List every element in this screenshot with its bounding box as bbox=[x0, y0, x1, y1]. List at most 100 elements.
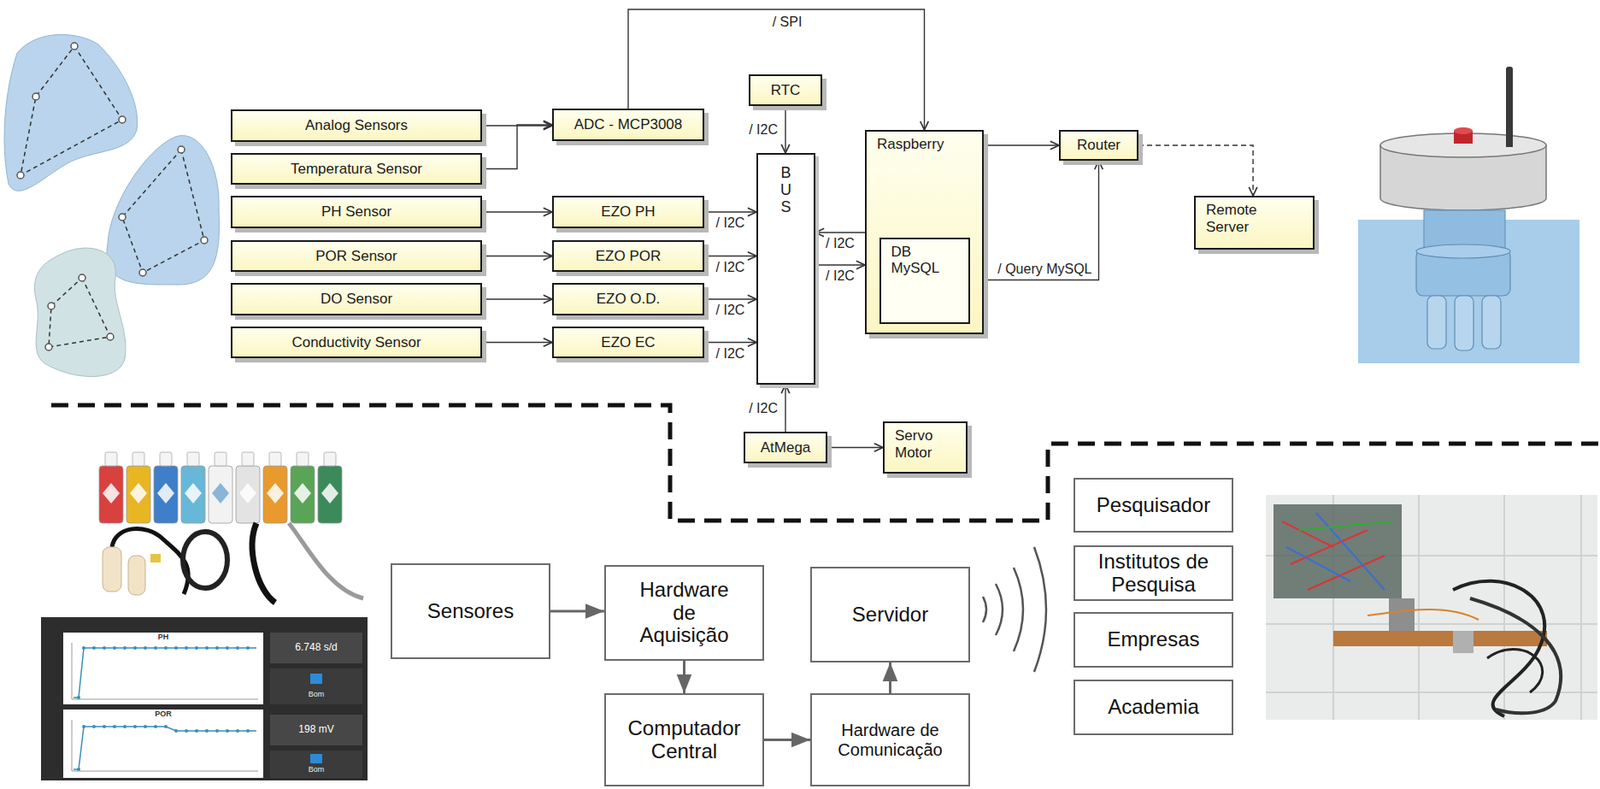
chart-line bbox=[73, 726, 257, 770]
audience-box: Pesquisador bbox=[1073, 477, 1234, 533]
bottle-cap bbox=[132, 452, 145, 466]
wireless-wave bbox=[1013, 567, 1024, 652]
bottle-cap bbox=[241, 452, 254, 466]
indicator bbox=[1453, 127, 1473, 135]
signal-label: / I2C bbox=[747, 121, 780, 138]
signal-label: / Query MySQL bbox=[995, 260, 1094, 277]
node-label: Raspberry bbox=[876, 135, 944, 153]
bottle bbox=[181, 465, 206, 524]
interface-board: EZO EC bbox=[552, 326, 705, 359]
connector bbox=[888, 662, 892, 694]
node-label: EZO O.D. bbox=[596, 290, 661, 308]
bottle bbox=[99, 465, 124, 524]
sensor-box: Conductivity Sensor bbox=[230, 326, 483, 359]
node-label: Hardware de Aquisição bbox=[629, 578, 741, 648]
bottle-label bbox=[239, 482, 257, 504]
wood-strip bbox=[1333, 630, 1548, 647]
node-label: Analog Sensors bbox=[305, 117, 408, 135]
dashboard bbox=[41, 617, 368, 781]
node-label: Conductivity Sensor bbox=[291, 334, 421, 352]
value-card bbox=[270, 714, 363, 746]
node-label: RTC bbox=[770, 82, 801, 100]
node-label: POR Sensor bbox=[315, 247, 397, 265]
sensor-dot bbox=[45, 343, 53, 351]
sensor-dot bbox=[78, 274, 86, 282]
metal-part bbox=[1452, 630, 1474, 653]
chart-panel bbox=[63, 632, 264, 705]
sensor-box: DO Sensor bbox=[230, 282, 483, 316]
bottle-cap bbox=[214, 452, 227, 466]
status-square bbox=[310, 673, 323, 684]
node-label: Servo Motor bbox=[894, 427, 947, 461]
probe-cable bbox=[111, 529, 189, 595]
node-label: Pesquisador bbox=[1096, 494, 1211, 518]
node-label: DO Sensor bbox=[320, 290, 393, 308]
node-label: Remote Server bbox=[1205, 201, 1275, 236]
process-box: Hardware de Comunicação bbox=[810, 693, 971, 787]
bottle bbox=[153, 465, 178, 524]
node-label: Hardware de Comunicação bbox=[826, 720, 955, 759]
bottle-cap bbox=[105, 452, 118, 466]
sensor-dot bbox=[177, 146, 185, 153]
connector bbox=[827, 447, 883, 448]
node-label: BUS bbox=[778, 164, 795, 216]
bottle-label bbox=[129, 482, 148, 504]
connector bbox=[704, 298, 757, 300]
region-shape bbox=[106, 135, 219, 285]
sensor-dot bbox=[139, 269, 147, 277]
sensor-network bbox=[122, 149, 205, 273]
wires bbox=[1299, 521, 1394, 530]
connector bbox=[550, 610, 605, 613]
adc-box: ADC - MCP3008 bbox=[552, 108, 705, 142]
process-box: Hardware de Aquisição bbox=[604, 564, 765, 661]
sensor-box: PH Sensor bbox=[230, 195, 483, 229]
bottle-cap bbox=[323, 452, 336, 466]
node-label: Computador Central bbox=[612, 717, 756, 764]
chart-line bbox=[73, 647, 257, 698]
bottle bbox=[126, 465, 151, 524]
motor-box: Servo Motor bbox=[882, 421, 968, 474]
sensor-dot bbox=[200, 236, 208, 244]
bottle-label bbox=[321, 482, 339, 504]
node-label: EZO EC bbox=[600, 334, 655, 352]
process-box: Servidor bbox=[810, 566, 971, 663]
sensor-box: POR Sensor bbox=[230, 240, 483, 272]
buoy-stem bbox=[1423, 210, 1506, 250]
database-box: DB MySQL bbox=[879, 237, 971, 324]
process-box: Computador Central bbox=[604, 693, 765, 787]
clock-box: RTC bbox=[748, 74, 823, 106]
connector bbox=[1138, 145, 1253, 196]
signal-label: / I2C bbox=[714, 301, 748, 318]
antenna bbox=[1505, 128, 1513, 148]
interface-board: EZO O.D. bbox=[552, 282, 705, 316]
node-label: AtMega bbox=[760, 439, 812, 457]
sensor-dot bbox=[47, 302, 55, 310]
probe-tip bbox=[128, 555, 146, 595]
dashboard-text: Bom bbox=[308, 765, 325, 775]
chart-panel bbox=[63, 709, 264, 778]
node-label: EZO PH bbox=[600, 203, 655, 221]
node-label: PH Sensor bbox=[321, 203, 392, 221]
floor-tiles bbox=[1265, 494, 1598, 720]
bottle bbox=[208, 465, 233, 524]
sensor-dot bbox=[118, 116, 126, 124]
sensor-dot bbox=[17, 171, 24, 179]
connector bbox=[704, 211, 757, 212]
dashboard-text: POR bbox=[154, 710, 172, 719]
interface-board: EZO POR bbox=[552, 240, 705, 272]
bottle-cap bbox=[159, 452, 172, 466]
connector bbox=[784, 384, 786, 432]
sensor-dot bbox=[106, 333, 114, 341]
bottle-label bbox=[157, 482, 175, 504]
cable bbox=[1487, 648, 1543, 693]
value-card bbox=[270, 668, 363, 705]
dashboard-text: Bom bbox=[308, 690, 325, 700]
connector bbox=[482, 341, 553, 343]
bottle-cap bbox=[269, 452, 282, 466]
signal-label: / I2C bbox=[823, 235, 857, 252]
bottle-label bbox=[184, 482, 202, 504]
bottle-label bbox=[102, 482, 120, 504]
controller-box: AtMega bbox=[743, 431, 828, 464]
wireless-wave bbox=[995, 583, 1003, 636]
connector bbox=[482, 255, 553, 257]
